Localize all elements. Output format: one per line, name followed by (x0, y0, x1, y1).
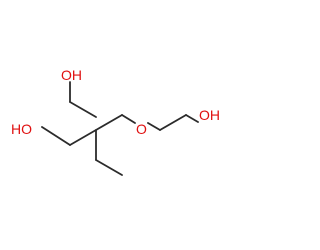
bond-left-ch2-to-quaternary-c (69, 129, 97, 146)
bond-ch2-to-right-oh (185, 114, 199, 123)
bond-ethyl-ch2-to-ch3 (95, 159, 123, 176)
hydroxyl-top-label: OH (61, 67, 82, 83)
hydroxyl-right-label: OH (199, 107, 220, 123)
bond-quaternary-c-to-ether-ch2 (95, 114, 123, 131)
molecule-structure: OH HO O OH (11, 67, 220, 176)
ether-oxygen-label: O (136, 121, 147, 137)
bond-left-oh-to-ch2 (41, 126, 71, 146)
bond-o-to-ch2 (147, 122, 161, 131)
bond-ether-ch2-to-o (121, 114, 136, 124)
bond-ch2-to-ch2 (159, 114, 187, 131)
hydroxyl-left-label: HO (11, 121, 32, 137)
bond-top-ch2-to-quaternary-c (69, 101, 97, 118)
